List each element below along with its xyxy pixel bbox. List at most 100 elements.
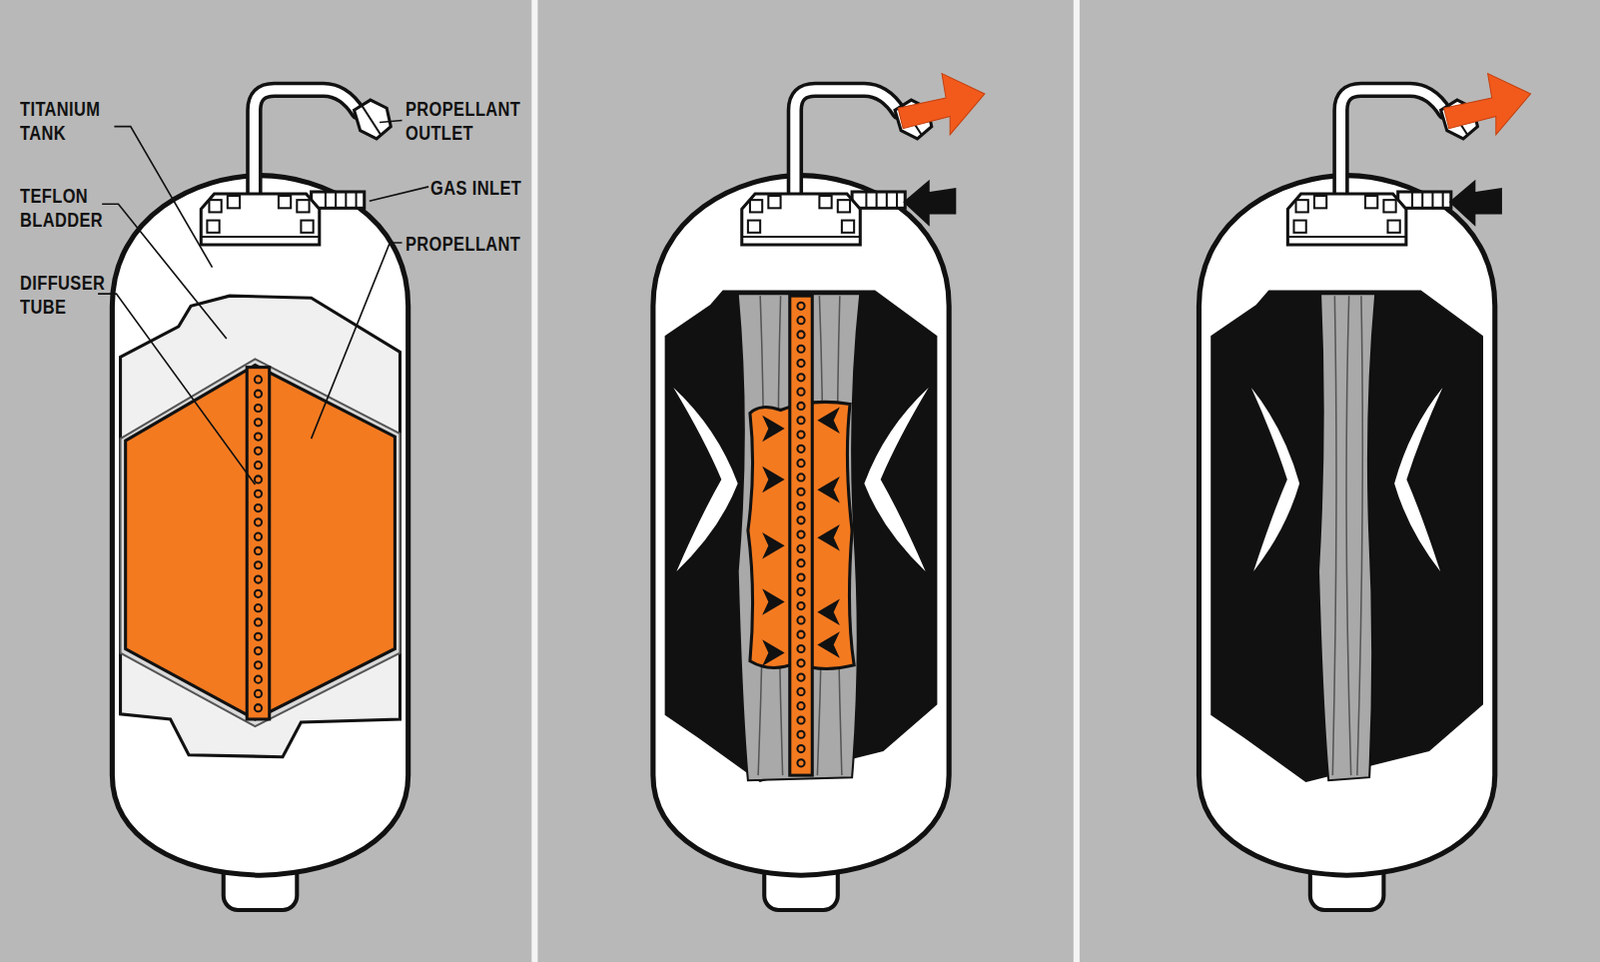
diffuser-hole	[254, 504, 262, 512]
diffuser-holes	[797, 302, 804, 768]
teflon-bladder	[120, 358, 401, 727]
diffuser-hole	[254, 676, 262, 684]
pressure-arrow	[762, 532, 785, 560]
pressure-arrow	[816, 524, 839, 552]
propellant-flow-arrow	[1444, 73, 1532, 135]
diffuser-hole	[797, 559, 804, 567]
diffuser-hole	[254, 418, 262, 426]
panel-divider	[1073, 0, 1080, 962]
cutaway-interior	[666, 291, 936, 781]
diffuser-hole	[797, 659, 804, 667]
diffuser-hole	[797, 302, 804, 310]
diffuser-hole	[797, 516, 804, 524]
diffuser-hole	[797, 373, 804, 381]
leader-lines	[311, 242, 403, 439]
pressure-arrow	[816, 598, 839, 626]
diffuser-hole	[254, 447, 262, 455]
cutaway-edge	[120, 295, 401, 758]
empty-tank	[1198, 73, 1531, 910]
diffuser-hole	[254, 690, 262, 698]
pressure-arrow	[816, 631, 839, 659]
diffuser-hole	[797, 631, 804, 639]
diffuser-hole	[254, 390, 262, 398]
diffuser-tube	[790, 295, 812, 776]
diffuser-hole	[254, 633, 262, 641]
leader-lines	[113, 126, 212, 268]
bladder-creases	[1332, 295, 1363, 776]
diffuser-hole	[254, 561, 262, 569]
leader-lines	[379, 120, 402, 123]
diffuser-hole	[797, 359, 804, 367]
diffuser-hole	[254, 433, 262, 441]
diffuser-hole	[797, 473, 804, 481]
diffuser-hole	[797, 459, 804, 467]
collapsing-bladder	[738, 293, 861, 781]
leader-lines	[369, 186, 429, 201]
diffuser-hole	[797, 416, 804, 424]
diffuser-hole	[797, 545, 804, 553]
diffuser-hole	[797, 488, 804, 496]
pressure-arrow	[762, 588, 785, 616]
diffuser-hole	[797, 430, 804, 438]
diffuser-hole	[797, 716, 804, 724]
diffuser-hole	[797, 502, 804, 510]
diffuser-hole	[797, 731, 804, 739]
diffuser-hole	[797, 573, 804, 581]
diffuser-hole	[254, 404, 262, 412]
gas-flow-arrow	[902, 179, 956, 227]
diffuser-hole	[254, 647, 262, 655]
part-label: DIFFUSER TUBE	[19, 270, 127, 319]
diffuser-hole	[797, 531, 804, 539]
bladder-creases	[1346, 295, 1352, 776]
diffuser-tube	[246, 367, 269, 720]
draining-tank	[653, 73, 985, 910]
pressure-arrow	[762, 466, 785, 494]
diffuser-hole	[797, 345, 804, 353]
part-label: TITANIUM TANK	[19, 96, 127, 145]
pressure-arrow	[816, 406, 839, 434]
diffuser-hole	[797, 702, 804, 710]
part-label: GAS INLET	[430, 175, 522, 200]
part-label: TEFLON BLADDER	[19, 183, 127, 232]
diffuser-hole	[254, 661, 262, 669]
diffuser-hole	[797, 402, 804, 410]
part-label: PROPELLANT	[405, 231, 521, 256]
propellant-flow-arrow	[897, 73, 985, 135]
diffuser-hole	[254, 518, 262, 526]
diffuser-hole	[797, 445, 804, 453]
bladder-creases	[1332, 295, 1337, 776]
collapsed-bladder	[1318, 293, 1376, 781]
diffuser-hole	[797, 759, 804, 767]
diffuser-hole	[797, 645, 804, 653]
diffuser-hole	[797, 745, 804, 753]
diffuser-hole	[797, 316, 804, 324]
titanium-tank	[1198, 89, 1495, 910]
diffuser-hole	[254, 704, 262, 712]
diffuser-hole	[797, 588, 804, 596]
titanium-tank	[111, 89, 408, 910]
diffuser-hole	[797, 674, 804, 682]
leader-lines	[97, 293, 255, 485]
diffuser-hole	[254, 475, 262, 483]
diffuser-hole	[797, 688, 804, 696]
cutaway-interior	[1212, 291, 1483, 781]
leader-lines	[101, 203, 227, 339]
full-tank	[111, 89, 408, 910]
diffuser-hole	[254, 604, 262, 612]
panel-divider	[531, 0, 538, 962]
part-label: PROPELLANT OUTLET	[405, 96, 525, 145]
diffuser-hole	[254, 547, 262, 555]
bladder-creases	[1357, 295, 1363, 776]
gas-flow-arrow	[1449, 179, 1503, 227]
diffuser-hole	[254, 490, 262, 498]
diffuser-hole	[254, 618, 262, 626]
pressure-arrows	[762, 406, 840, 666]
diffuser-hole	[797, 388, 804, 396]
diffuser-hole	[254, 533, 262, 541]
pressure-arrow	[816, 476, 839, 504]
pressure-arrow	[762, 639, 785, 667]
leader-lines	[97, 120, 429, 486]
propellant-fill	[125, 365, 396, 720]
